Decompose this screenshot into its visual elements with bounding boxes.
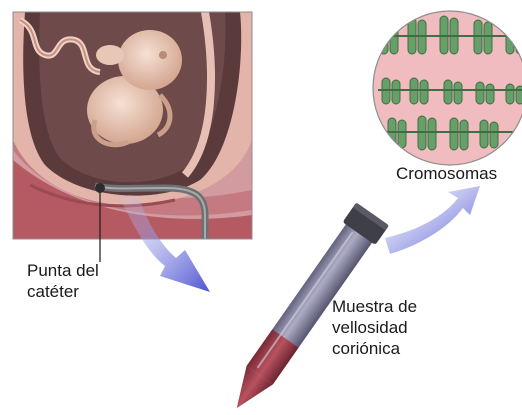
catheter-tip-label: Punta del catéter bbox=[27, 260, 99, 302]
sample-label: Muestra de vellosidad coriónica bbox=[332, 296, 417, 359]
chromosome-magnifier-icon bbox=[373, 11, 522, 165]
sample-label-line-1: Muestra de bbox=[332, 296, 417, 317]
catheter-tip-label-line-1: Punta del bbox=[27, 260, 99, 281]
catheter-tip-label-line-2: catéter bbox=[27, 281, 99, 302]
chromosomes-label: Cromosomas bbox=[396, 163, 497, 184]
sample-label-line-3: coriónica bbox=[332, 338, 417, 359]
catheter-tip-icon bbox=[95, 183, 105, 193]
blue-arrow-icon bbox=[385, 186, 480, 254]
sample-label-line-2: vellosidad bbox=[332, 317, 417, 338]
